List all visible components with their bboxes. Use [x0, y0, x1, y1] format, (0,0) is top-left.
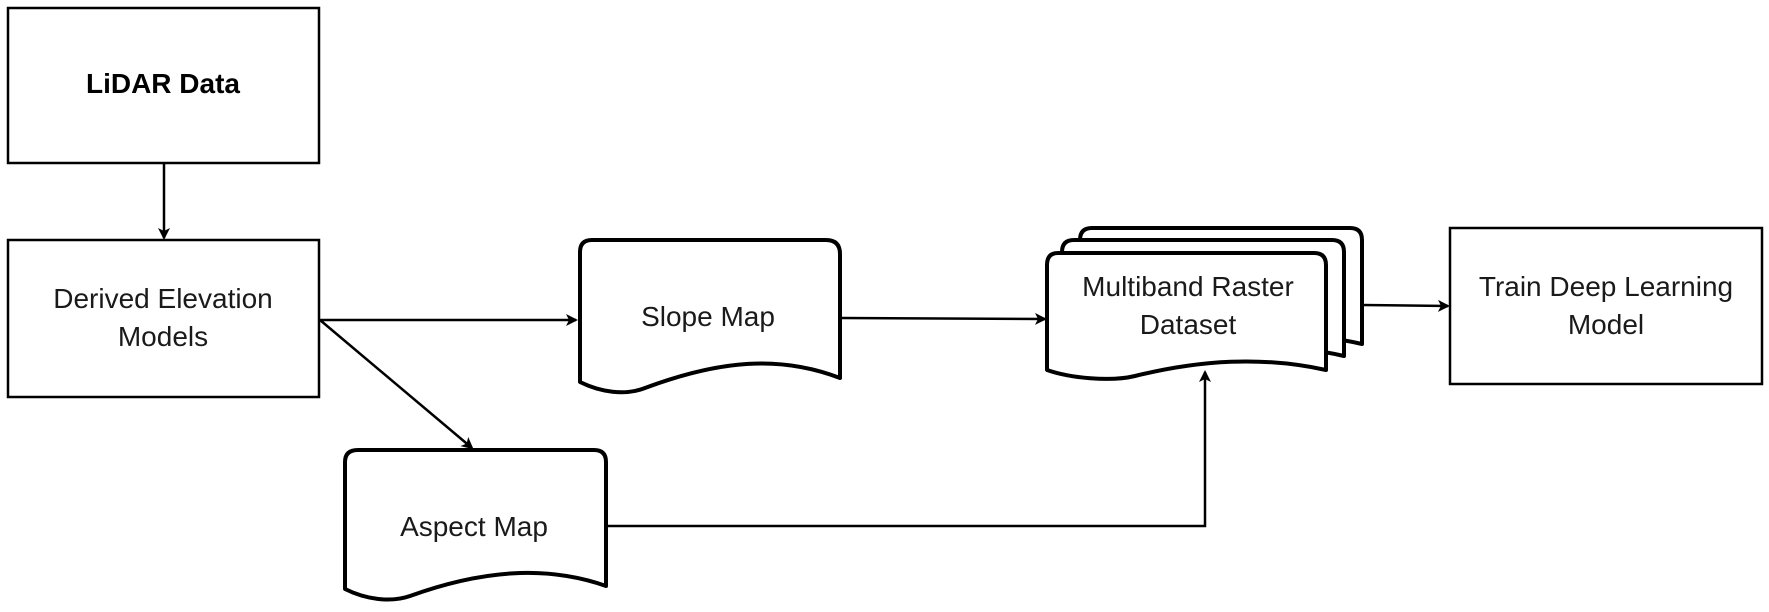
- edge-aspect-to-multiband: [608, 370, 1211, 528]
- node-slope-map: Slope Map: [578, 238, 842, 395]
- lidar-data-label: LiDAR Data: [86, 68, 240, 99]
- edge-derived-to-aspect: [319, 319, 474, 450]
- train-model-label-line1: Train Deep Learning: [1479, 271, 1733, 302]
- multiband-stack-front: [1045, 251, 1328, 381]
- node-aspect-map: Aspect Map: [343, 448, 608, 602]
- derived-elevation-label-line2: Models: [118, 321, 208, 352]
- multiband-label-line1: Multiband Raster: [1082, 271, 1294, 302]
- edges: [158, 164, 1450, 528]
- node-multiband-raster-dataset: Multiband Raster Dataset: [1045, 226, 1364, 381]
- node-lidar-data: LiDAR Data: [6, 6, 321, 165]
- slope-map-document-shape: [578, 238, 842, 395]
- lidar-data-box: [6, 6, 321, 165]
- edge-multiband-to-train: [1361, 299, 1450, 312]
- node-derived-elevation-models: Derived Elevation Models: [6, 238, 321, 399]
- aspect-map-document-shape: [343, 448, 608, 602]
- train-model-label-line2: Model: [1568, 309, 1644, 340]
- derived-elevation-label-line1: Derived Elevation: [53, 283, 272, 314]
- multiband-label-line2: Dataset: [1140, 309, 1237, 340]
- slope-map-label: Slope Map: [641, 301, 775, 332]
- node-train-deep-learning-model: Train Deep Learning Model: [1448, 226, 1764, 386]
- edge-slope-to-multiband: [841, 312, 1047, 325]
- derived-elevation-box: [6, 238, 321, 399]
- aspect-map-label: Aspect Map: [400, 511, 548, 542]
- train-model-box: [1448, 226, 1764, 386]
